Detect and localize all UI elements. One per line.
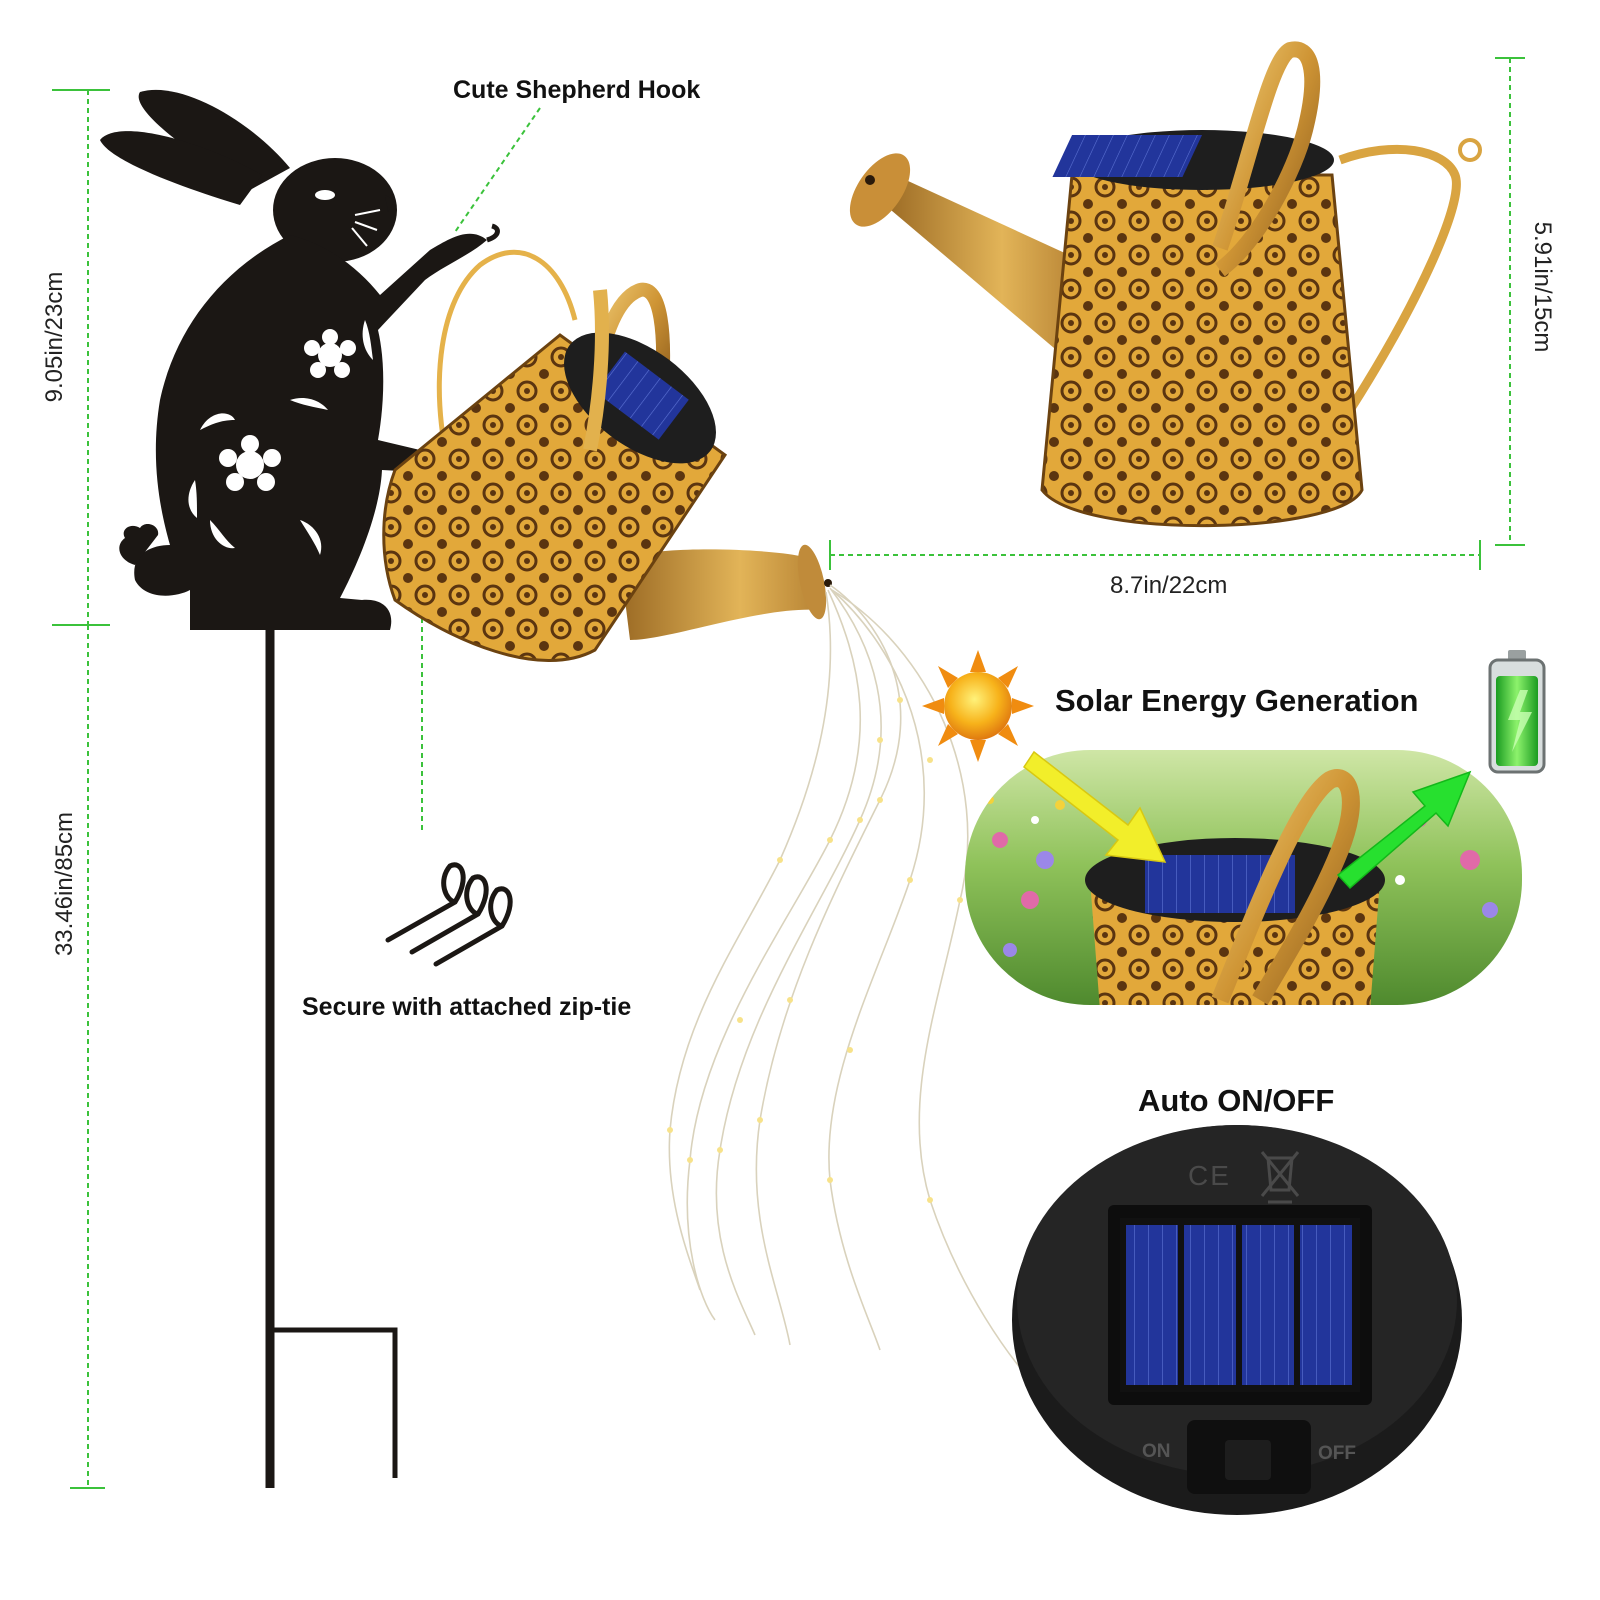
can-height-label: 5.91in/15cm bbox=[1529, 221, 1556, 353]
stake-height-label: 33.46in/85cm bbox=[51, 811, 78, 957]
sun-icon bbox=[922, 650, 1034, 762]
solar-label: Solar Energy Generation bbox=[1055, 683, 1419, 718]
light-beads bbox=[667, 697, 963, 1203]
rabbit-height-dimension bbox=[52, 89, 110, 626]
stake-height-dimension bbox=[70, 625, 105, 1489]
watering-can-dimension-lines bbox=[829, 57, 1525, 570]
hanging-watering-can bbox=[382, 249, 832, 662]
solar-cap-closeup bbox=[1012, 1125, 1462, 1515]
switch-off-label: OFF bbox=[1318, 1443, 1356, 1464]
charge-arrow bbox=[1336, 770, 1472, 890]
watering-can bbox=[849, 41, 1482, 528]
power-switch[interactable] bbox=[1187, 1420, 1311, 1494]
battery-icon bbox=[1488, 650, 1546, 774]
hook-pointer-line bbox=[454, 107, 541, 233]
auto-label: Auto ON/OFF bbox=[1138, 1083, 1335, 1118]
ground-stake bbox=[265, 630, 398, 1488]
zip-tie-label: Secure with attached zip-tie bbox=[302, 993, 632, 1021]
sunlight-arrow bbox=[1022, 750, 1167, 863]
can-width-label: 8.7in/22cm bbox=[1110, 572, 1228, 599]
rabbit-height-label: 9.05in/23cm bbox=[41, 271, 68, 403]
zip-tie-icon bbox=[385, 862, 513, 967]
rabbit-silhouette bbox=[100, 89, 500, 631]
ce-mark: CE bbox=[1188, 1160, 1231, 1191]
switch-on-label: ON bbox=[1142, 1441, 1171, 1462]
weee-bin-icon bbox=[1260, 1151, 1300, 1204]
hook-label: Cute Shepherd Hook bbox=[453, 76, 701, 104]
